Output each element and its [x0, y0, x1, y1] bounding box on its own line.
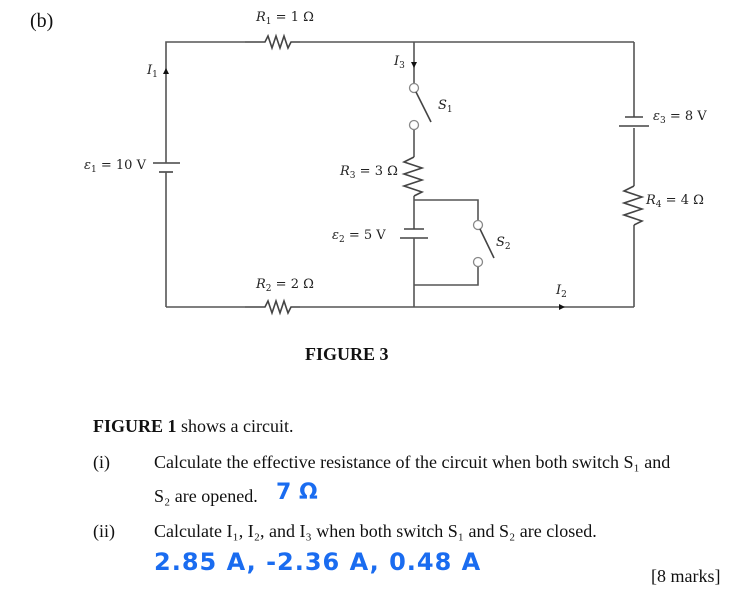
question-intro-figure-ref: FIGURE 1	[93, 416, 177, 436]
part-ii-number: (ii)	[93, 521, 115, 541]
circuit-diagram	[153, 33, 649, 316]
switch-s2-terminal-top	[472, 219, 484, 231]
label-i3: I3	[394, 54, 405, 71]
current-arrow-i3	[411, 62, 417, 68]
switch-s1-terminal-top	[408, 82, 420, 94]
label-r4: R4 = 4 Ω	[646, 193, 704, 210]
resistor-r3	[401, 156, 425, 197]
wire-top-left	[165, 41, 245, 148]
label-e1: ε1 = 10 V	[84, 158, 146, 175]
handwritten-answer-i: 7 Ω	[276, 480, 318, 505]
handwritten-answer-ii: 2.85 A, -2.36 A, 0.48 A	[154, 548, 482, 576]
switch-s2-terminal-bottom	[472, 256, 484, 268]
resistor-r1	[245, 33, 300, 51]
label-s1: S1	[438, 98, 453, 115]
label-i1: I1	[147, 63, 158, 80]
label-e2: ε2 = 5 V	[332, 228, 386, 245]
switch-s1-terminal-bottom	[408, 119, 420, 131]
label-r2: R2 = 2 Ω	[256, 277, 314, 294]
switch-s1-blade	[415, 91, 432, 123]
figure-caption: FIGURE 3	[305, 344, 389, 364]
label-r3: R3 = 3 Ω	[340, 164, 398, 181]
current-arrow-i1	[163, 68, 169, 74]
question-intro-text: shows a circuit.	[176, 416, 294, 436]
current-arrow-i2	[559, 304, 565, 310]
label-s2: S2	[496, 235, 511, 252]
switch-s2-blade	[479, 228, 495, 259]
part-i-number: (i)	[93, 452, 110, 472]
label-e3: ε3 = 8 V	[653, 109, 707, 126]
resistor-r2	[245, 298, 300, 316]
marks: [8 marks]	[651, 566, 721, 586]
resistor-r4	[621, 185, 645, 226]
label-i2: I2	[556, 283, 567, 300]
part-i-line2: S₂ are opened.	[154, 486, 258, 506]
part-i-line1: Calculate the effective resistance of th…	[154, 452, 671, 472]
question-intro: FIGURE 1 shows a circuit.	[93, 416, 294, 437]
part-label: (b)	[30, 10, 54, 32]
part-ii-line1: Calculate I₁, I₂, and I₃ when both switc…	[154, 521, 597, 541]
label-r1: R1 = 1 Ω	[256, 10, 314, 27]
